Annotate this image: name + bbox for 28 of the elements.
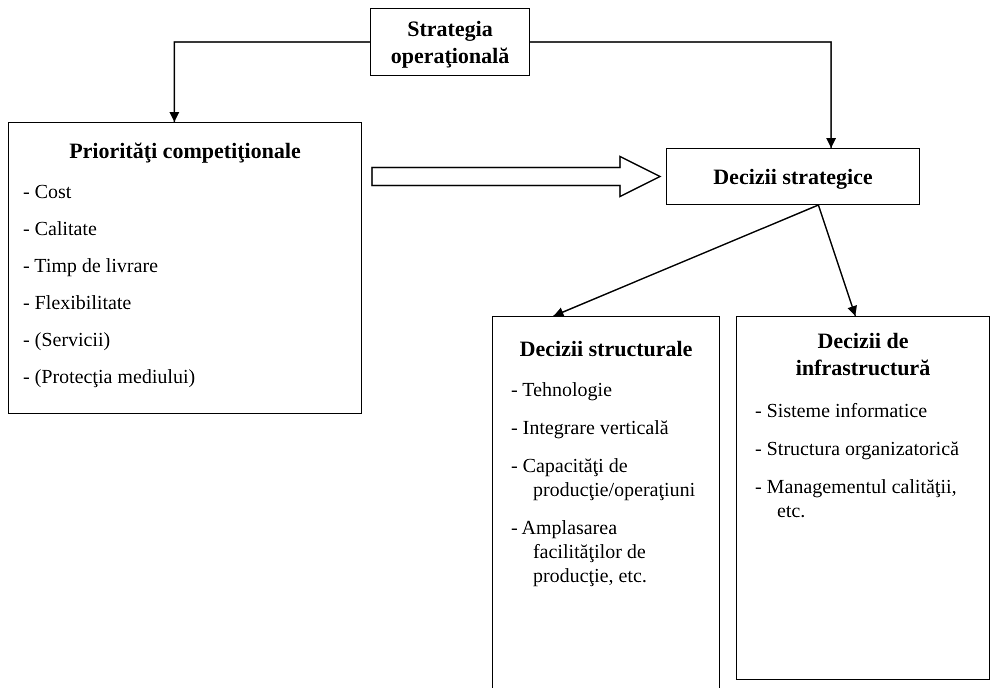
box-heading: Decizii structurale bbox=[518, 335, 694, 362]
list-item: - (Servicii) bbox=[23, 328, 112, 352]
text-box bbox=[492, 316, 720, 688]
list-item: - Tehnologie bbox=[511, 378, 613, 402]
arrow bbox=[553, 204, 819, 317]
text-box bbox=[370, 8, 530, 76]
list-item: - Integrare verticală bbox=[511, 416, 669, 440]
text-box bbox=[8, 122, 362, 414]
list-item: - Flexibilitate bbox=[23, 291, 132, 315]
list-item: - Amplasarea facilităţilor de producţie, etc. bbox=[511, 516, 648, 588]
list-item: - (Protecţia mediului) bbox=[23, 365, 196, 389]
text-box bbox=[666, 148, 920, 205]
list-item: - Managementul calităţii, etc. bbox=[755, 475, 958, 523]
box-heading: Decizii de infrastructură bbox=[794, 327, 932, 381]
list-item: - Cost bbox=[23, 180, 72, 204]
list-item: - Calitate bbox=[23, 217, 98, 241]
list-item: - Timp de livrare bbox=[23, 254, 158, 278]
arrow bbox=[818, 204, 857, 316]
text-box bbox=[736, 316, 990, 680]
box-heading: Strategia operaţională bbox=[390, 15, 510, 69]
box-heading: Priorităţi competiţionale bbox=[68, 137, 302, 164]
hollow-arrow bbox=[371, 155, 662, 198]
arrow bbox=[530, 41, 836, 148]
list-item: - Capacităţi de producţie/operaţiuni bbox=[511, 454, 696, 502]
arrow bbox=[169, 41, 370, 122]
list-item: - Sisteme informatice bbox=[755, 399, 928, 423]
list-item: - Structura organizatorică bbox=[755, 437, 959, 461]
box-heading: Decizii strategice bbox=[712, 163, 874, 190]
